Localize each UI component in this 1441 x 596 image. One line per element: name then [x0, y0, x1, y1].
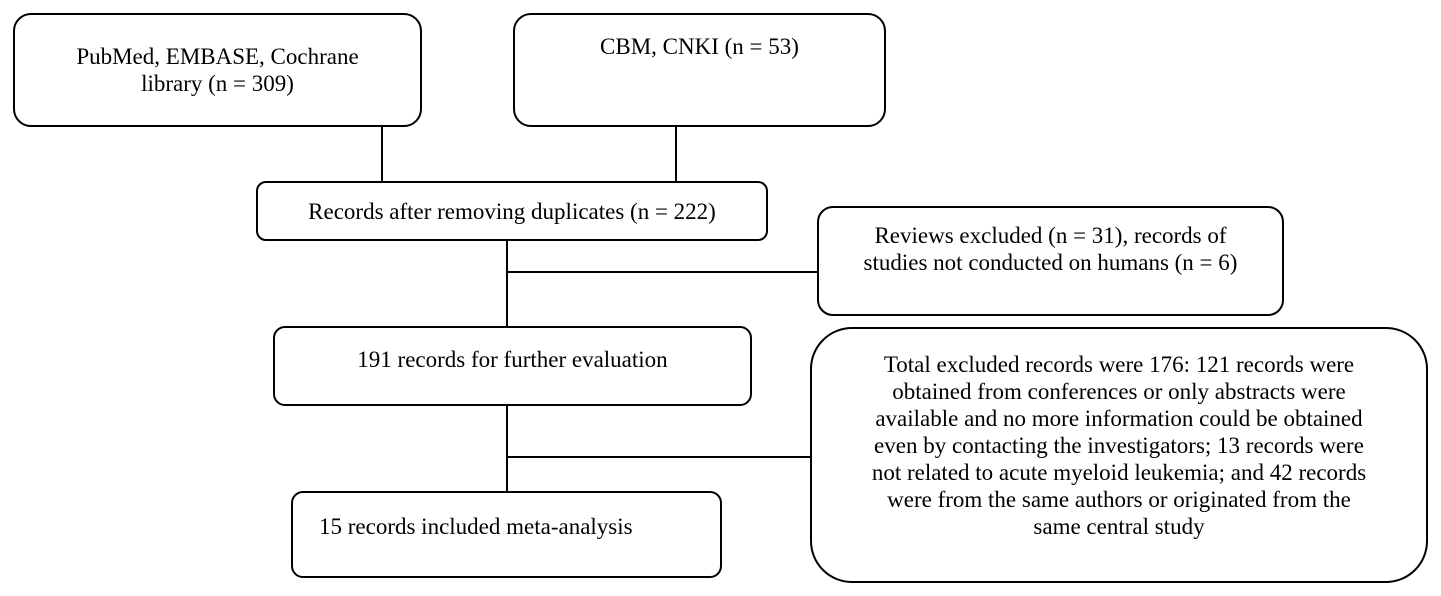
box-total-excluded-text: Total excluded records were 176: 121 rec…	[871, 352, 1367, 539]
box-included-meta-analysis: 15 records included meta-analysis	[291, 491, 722, 578]
box-included-text: 15 records included meta-analysis	[319, 514, 633, 539]
box-further-text: 191 records for further evaluation	[357, 347, 668, 372]
box-reviews-text: Reviews excluded (n = 31), records of st…	[863, 223, 1238, 275]
box-pubmed-text: PubMed, EMBASE, Cochrane library (n = 30…	[76, 44, 359, 96]
box-records-after-duplicates: Records after removing duplicates (n = 2…	[256, 181, 768, 241]
box-cbm-text: CBM, CNKI (n = 53)	[600, 34, 799, 59]
box-reviews-excluded: Reviews excluded (n = 31), records of st…	[817, 206, 1284, 316]
box-further-evaluation: 191 records for further evaluation	[273, 326, 752, 406]
box-pubmed-embase-cochrane: PubMed, EMBASE, Cochrane library (n = 30…	[13, 13, 422, 127]
box-cbm-cnki: CBM, CNKI (n = 53)	[513, 13, 886, 127]
box-duplicates-text: Records after removing duplicates (n = 2…	[308, 198, 716, 224]
box-total-excluded: Total excluded records were 176: 121 rec…	[810, 327, 1428, 583]
